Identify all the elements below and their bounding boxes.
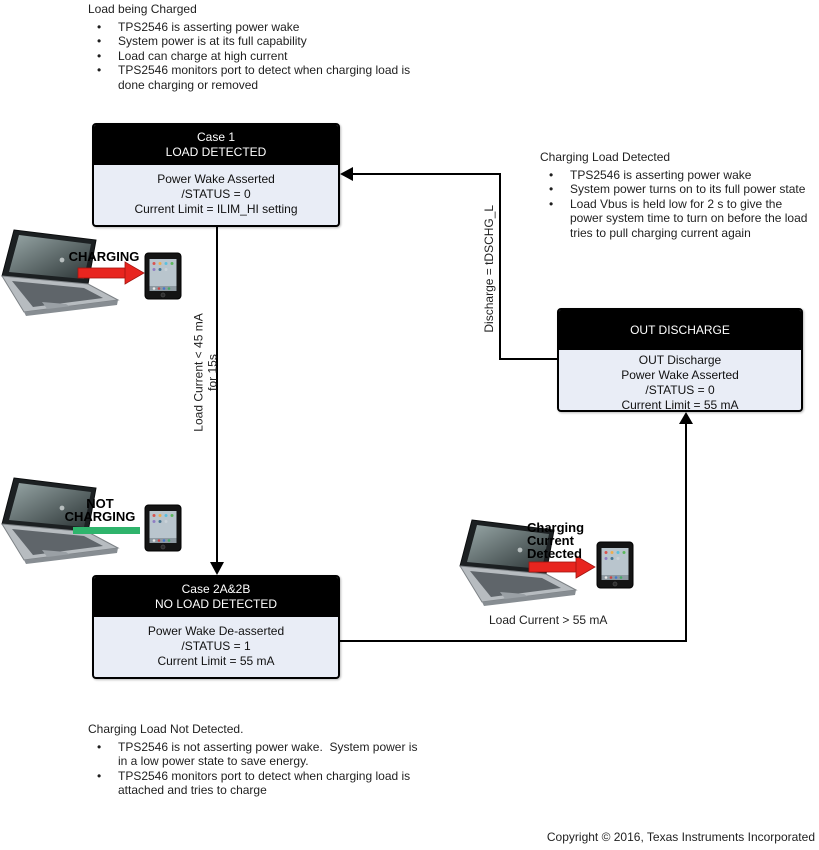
state-line: Current Limit = ILIM_HI setting: [134, 202, 298, 216]
charging-label: CHARGING: [68, 249, 140, 264]
bullet-item: TPS2546 is asserting power wake: [540, 168, 810, 183]
edge-label-load-current-gt55: Load Current > 55 mA: [489, 613, 608, 627]
bullet-item: System power turns on to its full power …: [540, 182, 810, 197]
note-title: Charging Load Detected: [540, 150, 671, 164]
note-title: Charging Load Not Detected.: [88, 722, 244, 736]
bullet-item: System power is at its full capability: [88, 34, 418, 49]
charging-current-detected-label: Charging Current Detected: [527, 520, 585, 561]
bullet-marker: [540, 197, 570, 241]
tablet-charging-image: [144, 252, 182, 300]
state-box-header: Case 1 LOAD DETECTED: [94, 125, 338, 165]
bullet-item: Load can charge at high current: [88, 49, 418, 64]
state-box-case2: Case 2A&2B NO LOAD DETECTED Power Wake D…: [92, 575, 340, 679]
state-line: Current Limit = 55 mA: [157, 654, 275, 668]
copyright-text: Copyright © 2016, Texas Instruments Inco…: [546, 830, 815, 844]
edge-label-discharge: Discharge = tDSCHG_L: [481, 204, 496, 333]
note-load-being-charged: Load being Charged TPS2546 is asserting …: [88, 2, 418, 93]
state-title: OUT DISCHARGE: [630, 322, 730, 337]
edge-label-load-current-lt45: Load Current < 45 mA for 15s: [191, 313, 220, 432]
state-line: Current Limit = 55 mA: [621, 398, 739, 412]
bullet-marker: [88, 49, 118, 64]
state-line: OUT Discharge: [638, 353, 722, 367]
bullet-item: TPS2546 is asserting power wake: [88, 20, 418, 35]
state-box-header: Case 2A&2B NO LOAD DETECTED: [94, 577, 338, 617]
state-box-out-discharge: OUT DISCHARGE OUT Discharge Power Wake A…: [557, 308, 803, 412]
state-subtitle: NO LOAD DETECTED: [154, 597, 277, 611]
state-line: Power Wake De-asserted: [147, 624, 285, 638]
bullet-marker: [540, 168, 570, 183]
state-line: /STATUS = 0: [645, 383, 715, 397]
bullet-item: TPS2546 is not asserting power wake. Sys…: [88, 740, 430, 769]
state-title: Case 2A&2B: [181, 582, 251, 596]
note-charging-load-detected: Charging Load Detected TPS2546 is assert…: [540, 150, 810, 241]
not-charging-bar-icon: [73, 527, 140, 534]
state-box-body: OUT Discharge Power Wake Asserted /STATU…: [559, 350, 801, 412]
state-line: Power Wake Asserted: [621, 368, 739, 382]
state-line: /STATUS = 0: [181, 187, 251, 201]
edge-case2-to-outdischarge: [339, 412, 693, 642]
state-box-case1: Case 1 LOAD DETECTED Power Wake Asserted…: [92, 123, 340, 227]
note-charging-load-not-detected: Charging Load Not Detected. TPS2546 is n…: [88, 722, 430, 798]
edge-case1-to-case2: [210, 227, 224, 575]
note-title: Load being Charged: [88, 2, 197, 16]
bullet-item: Load Vbus is held low for 2 s to give th…: [540, 197, 810, 241]
bullet-marker: [88, 34, 118, 49]
tablet-not-charging-image: [144, 504, 182, 552]
bullet-marker: [88, 740, 118, 769]
state-box-body: Power Wake De-asserted /STATUS = 1 Curre…: [94, 617, 338, 669]
state-line: Power Wake Asserted: [157, 172, 275, 186]
bullet-marker: [88, 63, 118, 92]
state-title: Case 1: [196, 130, 236, 144]
state-box-body: Power Wake Asserted /STATUS = 0 Current …: [94, 165, 338, 217]
bullet-marker: [540, 182, 570, 197]
bullet-item: TPS2546 monitors port to detect when cha…: [88, 769, 430, 798]
bullet-marker: [88, 769, 118, 798]
state-subtitle: LOAD DETECTED: [165, 145, 267, 159]
bullet-marker: [88, 20, 118, 35]
bullet-item: TPS2546 monitors port to detect when cha…: [88, 63, 418, 92]
not-charging-label: NOT CHARGING: [64, 496, 136, 524]
state-line: /STATUS = 1: [181, 639, 251, 653]
tablet-charging-current-image: [596, 541, 634, 589]
state-box-header: OUT DISCHARGE: [559, 310, 801, 350]
edge-outdischarge-to-case1: [340, 167, 557, 360]
